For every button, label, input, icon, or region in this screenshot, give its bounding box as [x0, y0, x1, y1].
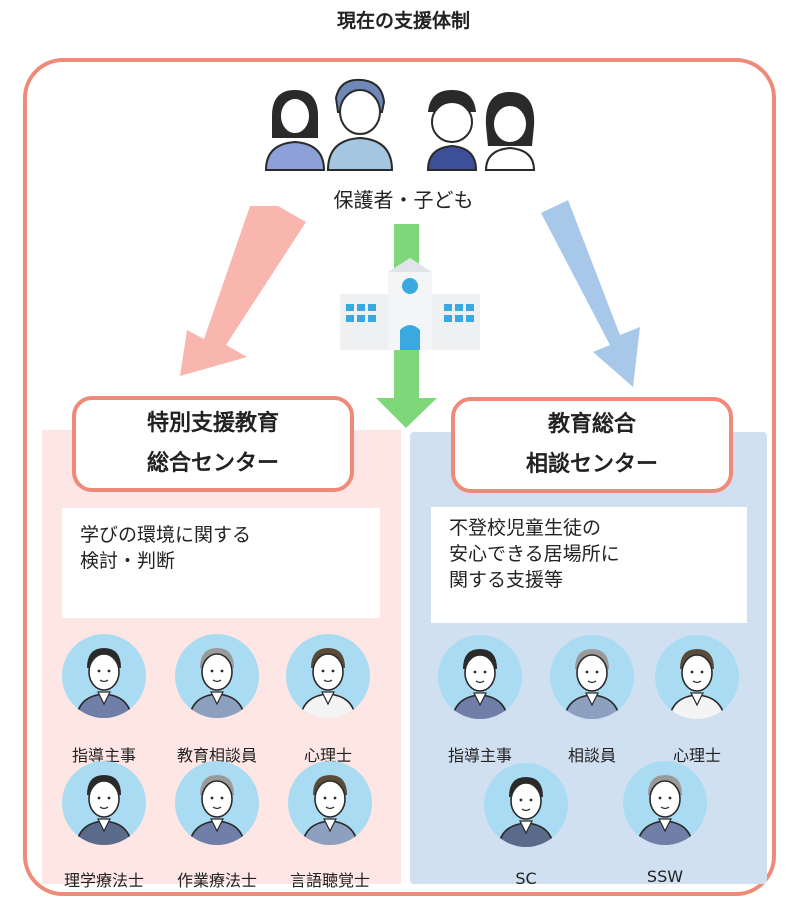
staff-label: 教育相談員 — [176, 746, 257, 765]
girl-figure — [484, 92, 536, 171]
right-description: 不登校児童生徒の 安心できる居場所に 関する支援等 — [431, 507, 747, 623]
staff-label: SC — [515, 869, 537, 888]
father-figure — [326, 78, 394, 171]
staff-label: 心理士 — [672, 746, 721, 765]
diagram-title: 現在の支援体制 — [336, 10, 470, 32]
staff-label: 相談員 — [567, 746, 616, 765]
staff-label: 理学療法士 — [63, 871, 144, 890]
staff-avatar-icon — [623, 761, 707, 845]
center-name-line1: 特別支援教育 — [146, 411, 279, 436]
special-support-center-box: 特別支援教育 総合センター — [72, 396, 354, 492]
staff-avatar-icon — [62, 761, 146, 845]
staff-avatar-icon — [286, 634, 370, 718]
staff-avatar-icon — [175, 761, 259, 845]
center-name-line2: 相談センター — [525, 452, 658, 477]
staff-label: 指導主事 — [71, 746, 136, 765]
mother-figure — [264, 90, 326, 171]
staff-avatar-icon — [438, 635, 522, 719]
staff-avatar-icon — [62, 634, 146, 718]
family-icon — [264, 78, 536, 171]
school-building-icon — [340, 258, 480, 350]
staff-avatar-icon — [655, 635, 739, 719]
education-consult-center-box: 教育総合 相談センター — [451, 397, 733, 493]
staff-avatar-icon — [175, 634, 259, 718]
center-name-line2: 総合センター — [146, 451, 279, 476]
staff-label: 心理士 — [303, 746, 352, 765]
boy-figure — [426, 90, 478, 171]
staff-avatar-icon — [288, 761, 372, 845]
staff-label: 作業療法士 — [176, 871, 257, 890]
staff-label: SSW — [646, 867, 684, 886]
outer-frame — [23, 58, 776, 896]
staff-label: 言語聴覚士 — [289, 871, 370, 890]
left-description: 学びの環境に関する 検討・判断 — [62, 508, 380, 618]
family-caption: 保護者・子ども — [333, 188, 474, 212]
staff-avatar-icon — [484, 763, 568, 847]
staff-avatar-icon — [550, 635, 634, 719]
center-name-line1: 教育総合 — [547, 412, 636, 437]
staff-label: 指導主事 — [447, 746, 512, 765]
